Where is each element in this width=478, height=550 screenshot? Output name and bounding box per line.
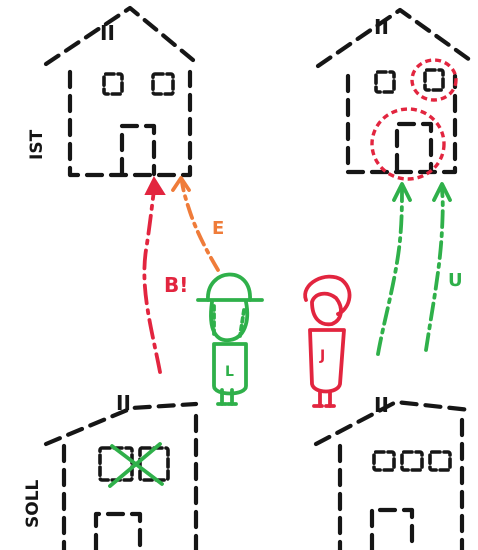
- house-door: [372, 510, 412, 550]
- roof-mark: II: [374, 15, 389, 39]
- arrow-b-label: B!: [164, 273, 188, 297]
- house-window: [153, 74, 173, 94]
- roof-mark: II: [374, 393, 389, 417]
- house-window: [402, 452, 422, 470]
- house-bottom-right: II: [316, 393, 470, 550]
- house-window: [430, 452, 450, 470]
- arrow-e: E: [173, 178, 224, 270]
- house-window: [100, 448, 132, 480]
- arrow-head: [146, 178, 164, 194]
- house-bottom-left: II: [46, 391, 196, 550]
- house-window: [374, 452, 394, 470]
- figure-right-label: J: [319, 348, 325, 364]
- arrow-b: B!: [144, 178, 188, 372]
- house-top-left: II: [46, 8, 193, 175]
- house-window: [376, 72, 394, 92]
- house-window: [104, 74, 122, 94]
- figure-left-label: L: [225, 364, 234, 380]
- house-door: [96, 514, 140, 550]
- house-door: [122, 126, 154, 174]
- label-ist: IST: [27, 129, 47, 160]
- label-soll: SOLL: [23, 479, 43, 528]
- house-door: [397, 124, 431, 170]
- cross-mark: [110, 444, 162, 486]
- figure-right: J: [305, 277, 349, 406]
- roof-mark: II: [100, 21, 115, 45]
- highlight-circle-door: [372, 109, 444, 179]
- roof-mark: II: [116, 391, 131, 415]
- arrow-u: U: [378, 184, 463, 354]
- house-window: [425, 70, 443, 90]
- highlight-circle-window: [412, 60, 456, 100]
- arrow-u-label: U: [448, 270, 463, 291]
- house-window: [140, 448, 168, 480]
- figure-left: L: [198, 274, 262, 404]
- house-top-right: II: [318, 10, 470, 172]
- arrow-e-label: E: [212, 218, 224, 239]
